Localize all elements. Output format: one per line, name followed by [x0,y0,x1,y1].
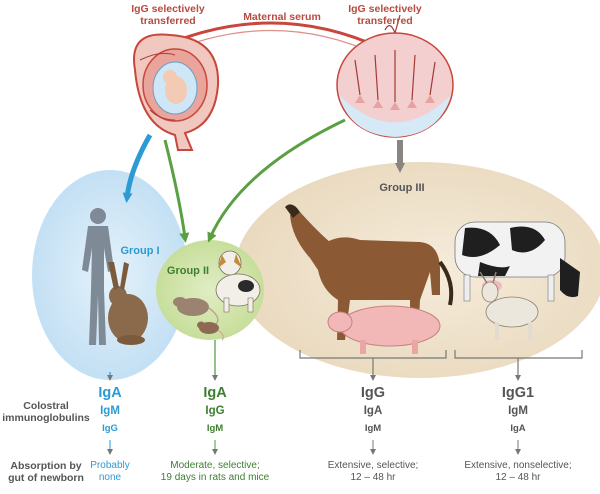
group1-ig-2: IgM [100,405,120,417]
rat-icon [173,297,219,325]
group3a-ig-3: IgM [364,423,382,434]
group1-bg [32,170,188,380]
group1-label: Group I [120,245,160,257]
group2-ig-1: IgA [203,385,227,401]
group1-ig-1: IgA [98,385,122,401]
dog-icon [215,250,261,313]
group1-ig-3: IgG [102,423,118,434]
group3a-ig-2: IgA [363,405,383,417]
goat-icon [479,271,539,340]
human-icon [82,208,114,345]
group3b-absorption: Extensive, nonselective; 12 – 48 hr [464,460,572,483]
group3b-ig-3: IgA [510,423,526,434]
epitheliochorial-placenta-icon [336,14,454,138]
rabbit-icon [108,262,148,345]
colostral-row-label: Colostral immunoglobulins [2,400,90,425]
group2-label: Group II [166,265,210,277]
uterus-fetus-icon [133,33,220,151]
maternal-serum-label: Maternal serum [243,11,321,23]
group3a-ig-1: IgG [360,385,386,401]
right-placenta-label: IgG selectively transferred [348,3,422,28]
arrow-to-group1 [122,133,153,203]
group2-ig-3: IgM [206,423,224,434]
absorption-row-label: Absorption by gut of newborn [8,460,84,485]
arrow-to-group2-right [207,118,346,243]
pig-icon [327,305,441,354]
group2-absorption: Moderate, selective; 19 days in rats and… [160,460,270,483]
group1-absorption: Probably none [90,460,130,483]
group3b-ig-1: IgG1 [501,385,535,401]
left-placenta-label: IgG selectively transferred [131,3,205,28]
group3b-ig-2: IgM [508,405,528,417]
group3a-absorption: Extensive, selective; 12 – 48 hr [327,460,419,483]
arrow-to-group2-left [163,139,190,243]
group2-ig-2: IgG [205,405,225,417]
group3-label: Group III [379,182,425,194]
mouse-icon [197,321,224,341]
